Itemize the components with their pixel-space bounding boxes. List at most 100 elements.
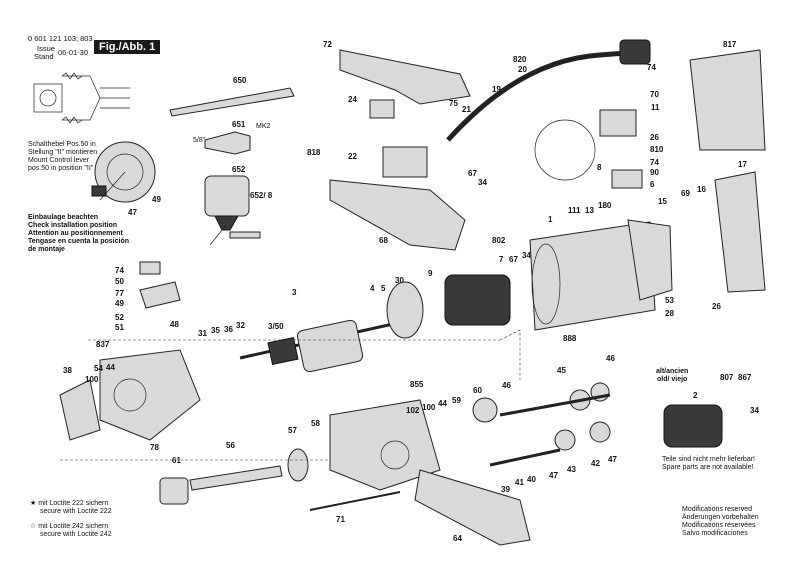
switch-note: Schalthebel Pos.50 in Stellung "II" mont… [28, 141, 97, 173]
part-label: 74 [650, 158, 659, 167]
part-label: 68 [379, 236, 388, 245]
part-label: 13 [585, 206, 594, 215]
modifications-line: Modifications réservées [682, 522, 756, 529]
install-note: Einbaulage beachten Check installation p… [28, 214, 129, 254]
spindle [189, 465, 283, 491]
loctite-242-note: ☆ mit Loctite 242 sichern secure with Lo… [30, 523, 112, 539]
part-label: 58 [311, 419, 320, 428]
part-label: 26 [712, 302, 721, 311]
alt-parts-note-line: Teile sind nicht mehr lieferbar! [662, 456, 755, 463]
part-label: 74 [647, 63, 656, 72]
part-label: 837 [96, 340, 110, 349]
part-label: 1 [548, 215, 553, 224]
part-label: 855 [410, 380, 424, 389]
modifications-line: Salvo modificaciones [682, 530, 748, 537]
loctite-222-note: ★ mit Loctite 222 sichern secure with Lo… [30, 500, 112, 516]
issue-date: 06-01-30 [58, 48, 89, 57]
star-icon: ★ [30, 500, 37, 507]
modifications-note: Modifications reserved Änderungen vorbeh… [682, 506, 759, 538]
armature [239, 316, 421, 373]
gear-train [472, 382, 611, 467]
alt-parts-note-line: Spare parts are not available! [662, 464, 754, 471]
part-label: 11 [651, 103, 660, 112]
brush-holder-inset [534, 119, 596, 181]
part-label: 64 [453, 534, 462, 543]
part-label: 888 [563, 334, 577, 343]
part-label: 7 [499, 255, 504, 264]
install-note-line: Attention au positionnement [28, 230, 123, 237]
part-label: 180 [598, 201, 612, 210]
issue-label: Issue [37, 44, 55, 53]
switch-note-line: Mount Control lever [28, 157, 90, 164]
part-labels: 72 650 820 20 817 74 11 24 75 21 19 70 6… [63, 40, 759, 543]
switch-note-line: pos.50 in position "II" [28, 165, 94, 172]
brush-plate [599, 109, 637, 137]
part-label: 72 [323, 40, 332, 49]
alt-header-line: old/ viejo [656, 376, 688, 383]
part-label: 867 [738, 373, 752, 382]
drill-chuck [204, 175, 261, 246]
air-baffle [386, 281, 424, 339]
auxiliary-handle [414, 469, 531, 546]
depth-rod [309, 491, 401, 511]
part-label: 69 [681, 189, 690, 198]
part-label: 28 [665, 309, 674, 318]
part-label: 38 [63, 366, 72, 375]
part-label: 102 [406, 406, 420, 415]
part-label: 39 [501, 485, 510, 494]
part-label: 48 [170, 320, 179, 329]
part-label: 43 [567, 465, 576, 474]
part-label: 32 [236, 321, 245, 330]
install-note-line: Einbaulage beachten [28, 214, 99, 221]
part-label: 44 [106, 363, 115, 372]
size-label: 5/8" [193, 137, 206, 144]
part-label: 77 [115, 289, 124, 298]
alt-header: alt/ancien old/ viejo [656, 368, 688, 384]
old-field-coil [663, 404, 723, 448]
part-label: 30 [395, 276, 404, 285]
part-label: 8 [597, 163, 602, 172]
figure-label: Fig./Abb. 1 [94, 40, 161, 54]
part-label: 652 [232, 165, 246, 174]
part-label: 75 [449, 99, 458, 108]
part-label: 6 [650, 180, 655, 189]
part-label: 46 [502, 381, 511, 390]
switch-note-line: Stellung "II" montieren [28, 149, 98, 156]
side-grip [714, 171, 766, 293]
part-label: 652/ 8 [250, 191, 273, 200]
mk2-label: MK2 [256, 123, 271, 130]
loctite-line: secure with Loctite 242 [40, 531, 112, 538]
part-label: 54 [94, 364, 103, 373]
handle-housing-shell [329, 179, 466, 251]
doc-number: 0 601 121 103; 803 [28, 34, 93, 43]
modifications-line: Modifications reserved [682, 506, 753, 513]
part-label: 45 [557, 366, 566, 375]
part-label: 34 [478, 178, 487, 187]
part-label: 820 [513, 55, 527, 64]
loctite-line: secure with Loctite 222 [40, 508, 112, 515]
modifications-line: Änderungen vorbehalten [682, 514, 759, 521]
gear-housing [99, 349, 201, 441]
end-cap-cover [689, 49, 766, 151]
part-label: 46 [606, 354, 615, 363]
part-label: 810 [650, 145, 664, 154]
part-label: 44 [438, 399, 447, 408]
part-label: 651 [232, 120, 246, 129]
part-label: 100 [85, 375, 99, 384]
lever-plate [139, 281, 181, 309]
part-label: 4 [370, 284, 375, 293]
part-label: 41 [515, 478, 524, 487]
part-label: 26 [650, 133, 659, 142]
stand-label: Stand [34, 52, 54, 61]
install-note-line: Tengase en cuenta la posición [28, 238, 130, 245]
part-label: 5 [381, 284, 386, 293]
alt-header-line: alt/ancien [656, 368, 689, 375]
mains-plug [619, 39, 651, 65]
alt-parts-note: Teile sind nicht mehr lieferbar! Spare p… [662, 456, 755, 472]
part-label: 20 [518, 65, 527, 74]
part-label: 817 [723, 40, 737, 49]
part-label: 2 [693, 391, 698, 400]
star-outline-icon: ☆ [30, 523, 37, 530]
install-note-line: Check installation position [28, 222, 118, 229]
